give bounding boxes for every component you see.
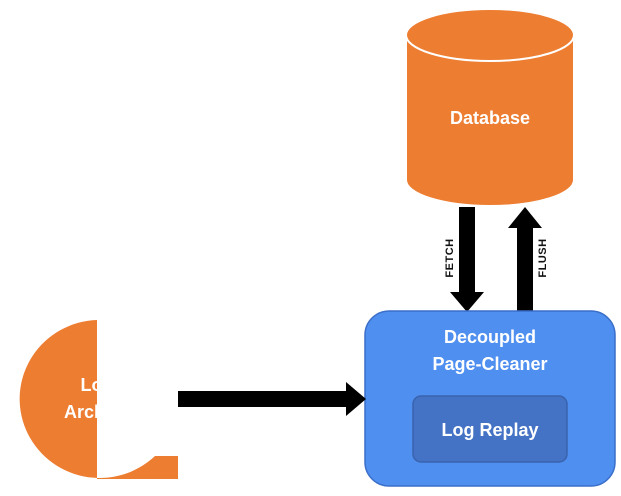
log-archive-node: Log Archive bbox=[19, 320, 178, 479]
database-node: Database bbox=[405, 8, 575, 207]
fetch-label: FETCH bbox=[444, 238, 456, 277]
log-replay-label: Log Replay bbox=[441, 420, 538, 440]
page-cleaner-label-line1: Decoupled bbox=[444, 327, 536, 347]
fetch-arrow: FETCH bbox=[444, 207, 484, 312]
log-replay-box bbox=[412, 395, 568, 463]
archive-arrow-shaft bbox=[178, 391, 348, 407]
database-label: Database bbox=[450, 108, 530, 128]
flush-arrow: FLUSH bbox=[508, 207, 549, 314]
fetch-arrow-shaft bbox=[459, 207, 475, 294]
database-body bbox=[405, 34, 575, 207]
log-archive-label-line2: Archive bbox=[64, 402, 130, 422]
flush-label: FLUSH bbox=[537, 238, 549, 277]
log-archive-label-line1: Log bbox=[81, 375, 114, 395]
log-replay-node: Log Replay bbox=[412, 395, 568, 463]
database-top bbox=[405, 8, 575, 62]
archive-arrow-head bbox=[346, 382, 366, 416]
fetch-arrow-head bbox=[450, 292, 484, 312]
archive-to-cleaner-arrow bbox=[178, 382, 366, 416]
log-archive-shape bbox=[19, 320, 178, 479]
flush-arrow-head bbox=[508, 207, 542, 228]
page-cleaner-label-line2: Page-Cleaner bbox=[432, 354, 547, 374]
flush-arrow-shaft bbox=[517, 226, 533, 314]
